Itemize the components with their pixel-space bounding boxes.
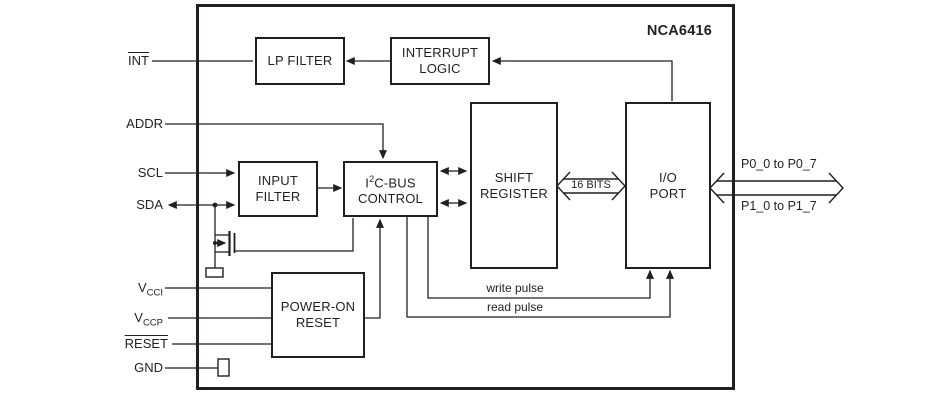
chip-boundary — [196, 4, 735, 390]
block-label: I2C-BUS — [365, 173, 416, 191]
block-label: INTERRUPT — [401, 45, 479, 60]
chip-title: NCA6416 — [646, 23, 712, 39]
block-io-port: I/O PORT — [625, 102, 711, 269]
port1-range-label: P1_0 to P1_7 — [741, 199, 817, 213]
block-label: RESET — [295, 315, 341, 330]
pin-int: INT — [128, 53, 149, 68]
block-label: SHIFT — [494, 169, 534, 185]
gnd-terminal-icon — [217, 358, 230, 377]
wire-write-pulse — [427, 216, 655, 299]
block-label: LP FILTER — [267, 53, 333, 68]
pin-sda: SDA — [136, 197, 163, 212]
read-pulse-label: read pulse — [486, 300, 544, 314]
block-shift-register: SHIFT REGISTER — [470, 102, 558, 269]
junction-dot — [212, 202, 218, 208]
block-label: INPUT — [258, 173, 298, 188]
pin-scl: SCL — [137, 165, 163, 180]
bus-width-label: 16 BITS — [571, 179, 611, 191]
block-interrupt-logic: INTERRUPT LOGIC — [390, 37, 490, 85]
mosfet-icon — [215, 218, 354, 256]
pin-reset: RESET — [124, 336, 168, 351]
block-power-on-reset: POWER-ON RESET — [271, 272, 365, 358]
pin-gnd: GND — [134, 360, 163, 375]
block-label: REGISTER — [479, 185, 549, 201]
junction-dot — [212, 240, 218, 246]
pulldown-element-icon — [205, 267, 224, 278]
pin-vccp: VCCP — [134, 310, 163, 329]
block-label: PORT — [649, 185, 687, 201]
pin-vcci: VCCI — [137, 280, 163, 299]
block-lp-filter: LP FILTER — [255, 37, 345, 85]
block-label: POWER-ON — [280, 299, 356, 314]
block-label: I/O — [659, 169, 677, 185]
block-label: LOGIC — [419, 61, 461, 76]
pin-addr: ADDR — [126, 116, 163, 131]
block-i2c-bus-control: I2C-BUS CONTROL — [343, 161, 438, 217]
block-input-filter: INPUT FILTER — [238, 161, 318, 217]
wire-i2c-to-gate — [234, 218, 354, 252]
port0-range-label: P0_0 to P0_7 — [741, 157, 817, 171]
block-label: CONTROL — [358, 191, 423, 207]
wire-addr — [165, 123, 388, 160]
block-label: FILTER — [255, 189, 301, 204]
wire-ioport-to-interrupt — [491, 56, 673, 101]
write-pulse-label: write pulse — [486, 281, 544, 295]
wire-read-pulse — [406, 216, 675, 318]
wire-por-to-i2c — [364, 218, 385, 319]
